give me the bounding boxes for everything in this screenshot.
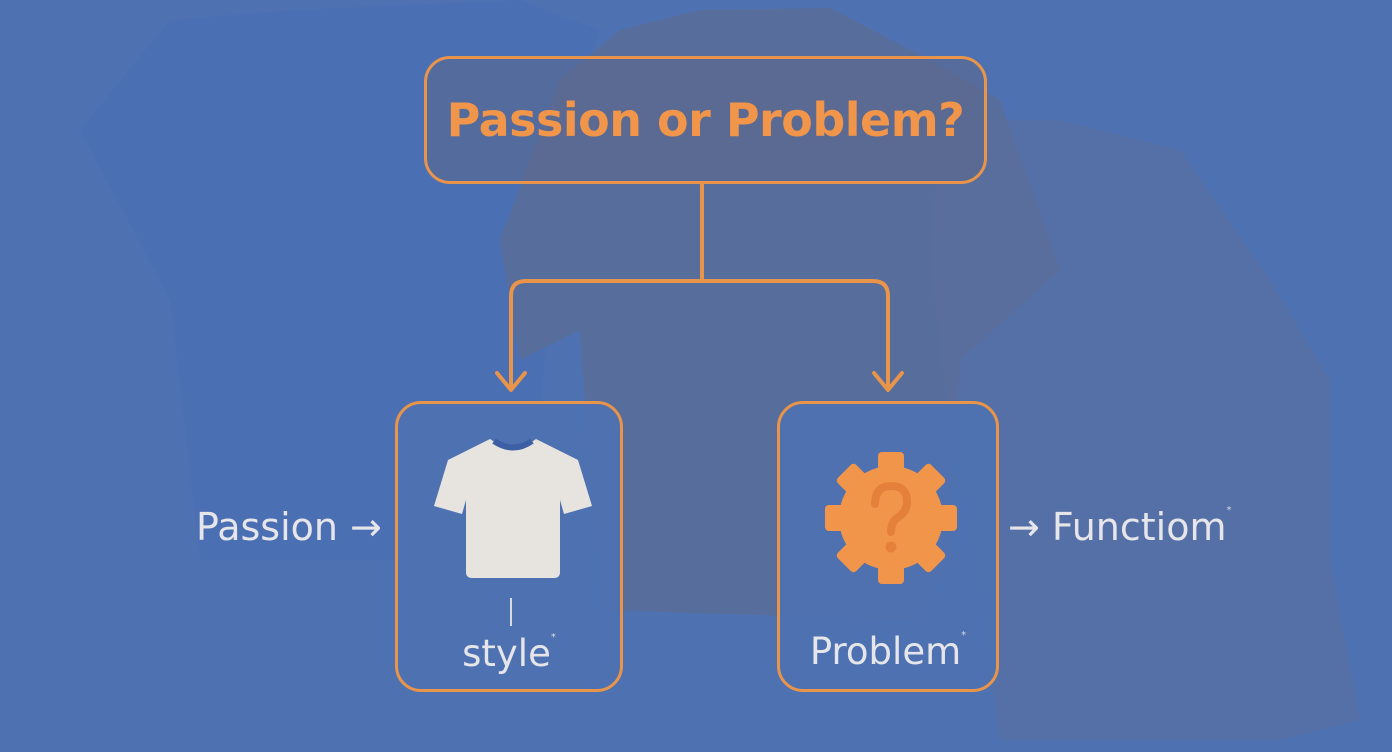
style-label-mark: *: [550, 632, 556, 643]
connector-branch-right: [700, 279, 890, 390]
decision-title: Passion or Problem?: [446, 93, 965, 147]
problem-label-row: Problem*: [780, 630, 996, 673]
passion-side-label: Passion →: [196, 505, 382, 549]
tshirt-icon: [434, 438, 592, 578]
style-label-row: style*: [398, 632, 620, 675]
arrowhead-left: [495, 371, 527, 392]
background-jacket-right: [930, 120, 1360, 740]
connector-branch-left: [509, 279, 704, 390]
function-side-label-row: → Functiom*: [1008, 505, 1231, 549]
vertical-divider: [510, 598, 512, 626]
passion-box: style*: [395, 401, 623, 692]
arrowhead-right: [872, 371, 904, 392]
function-side-label: → Functiom: [1008, 505, 1227, 549]
problem-label: Problem: [809, 630, 962, 673]
problem-label-mark: *: [961, 630, 967, 641]
function-label-mark: *: [1226, 505, 1232, 516]
style-label: style: [462, 632, 551, 675]
gear-question-icon: [825, 452, 957, 584]
problem-box: Problem*: [777, 401, 999, 692]
decision-node: Passion or Problem?: [424, 56, 987, 184]
